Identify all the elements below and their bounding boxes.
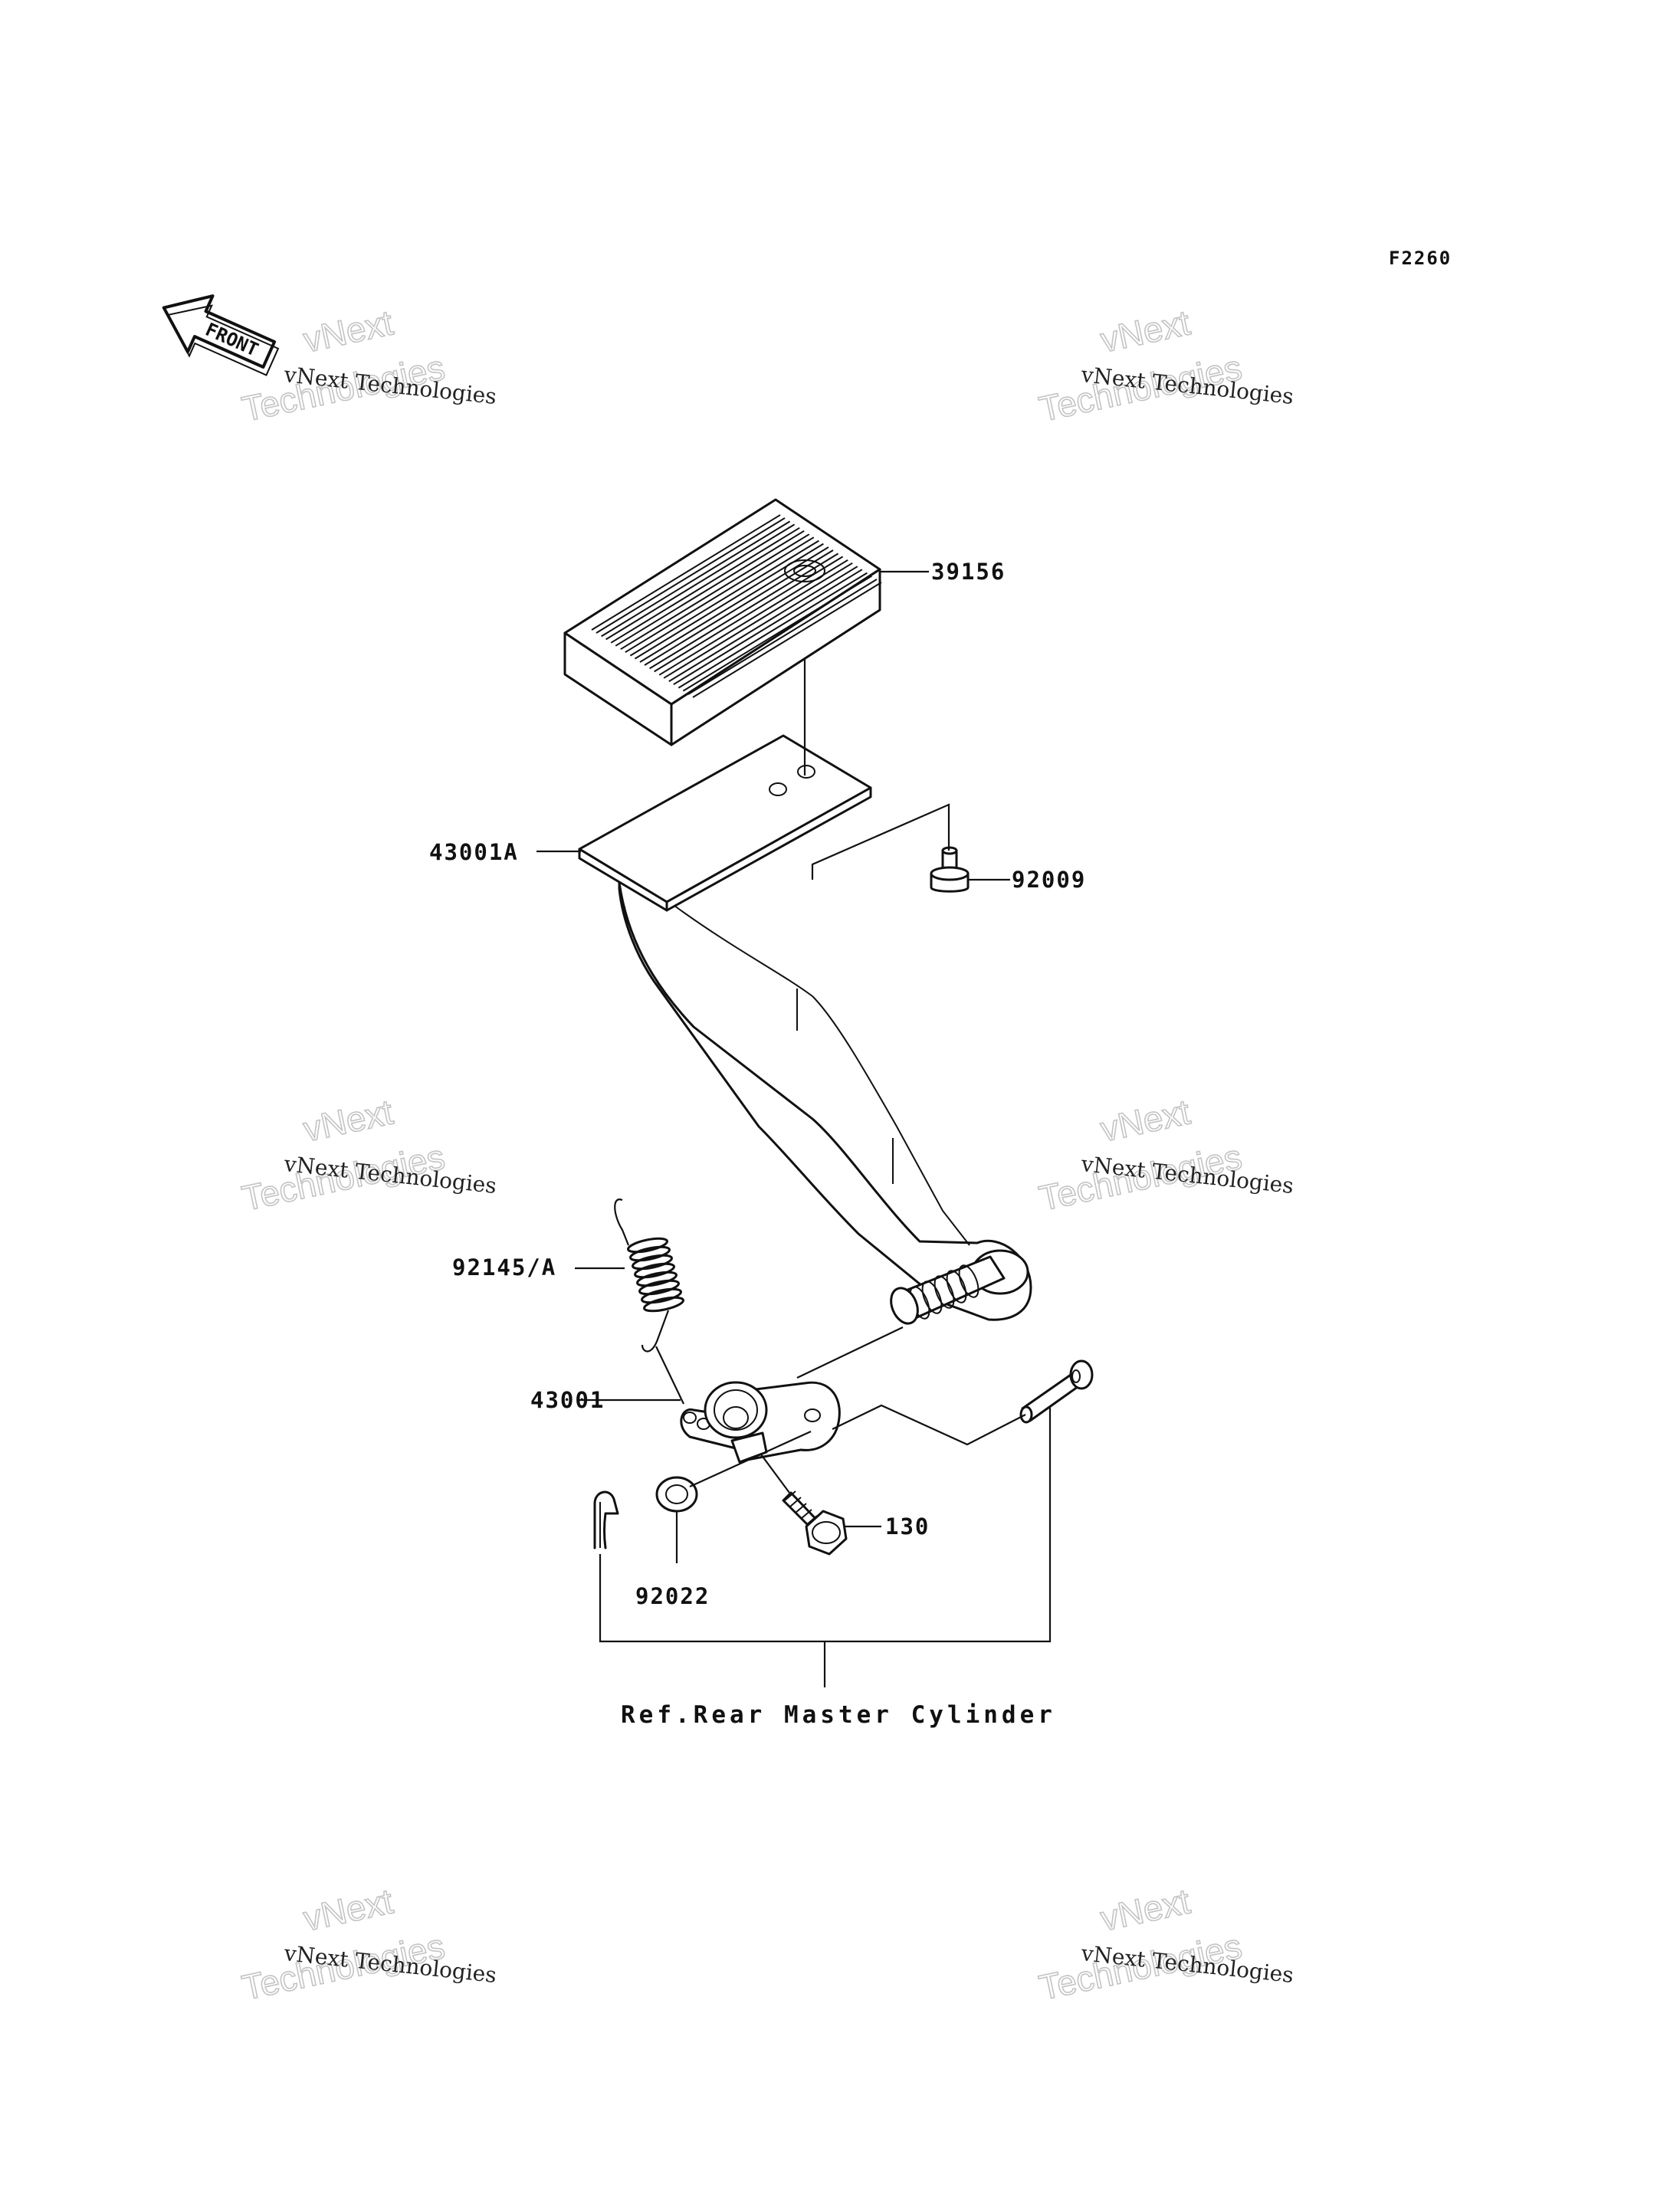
bolt-92009 bbox=[930, 846, 970, 893]
spring-coil bbox=[632, 1254, 673, 1271]
spring-coil bbox=[641, 1287, 682, 1304]
pad-rib bbox=[591, 514, 781, 631]
front-arrow-icon: FRONT bbox=[162, 294, 280, 376]
callout-130: 130 bbox=[885, 1513, 930, 1540]
watermark-outline-top: vNext bbox=[1097, 302, 1193, 359]
pad-rib-edge bbox=[615, 530, 805, 647]
reference-note: Ref.Rear Master Cylinder bbox=[621, 1701, 1056, 1729]
pad-rib bbox=[620, 533, 810, 651]
return-spring-92145A bbox=[614, 1199, 684, 1353]
pad-rib-edge bbox=[663, 562, 853, 679]
cotter-pin bbox=[593, 1490, 619, 1549]
leader-lines bbox=[536, 570, 1052, 1687]
pad-rib-edge bbox=[682, 575, 872, 692]
pad-rib-edge bbox=[673, 569, 863, 686]
bolt-thread bbox=[784, 1490, 796, 1501]
callout-92009: 92009 bbox=[1012, 867, 1086, 893]
pad-rib bbox=[678, 572, 868, 689]
brake-pedal-arm-43001A bbox=[578, 734, 1032, 1325]
callout-43001A: 43001A bbox=[429, 839, 519, 865]
spring-coil bbox=[643, 1296, 684, 1313]
bolt-thread bbox=[789, 1497, 802, 1507]
shaft-groove bbox=[958, 1264, 979, 1298]
bolt-130 bbox=[782, 1490, 848, 1556]
bolt-thread bbox=[800, 1509, 812, 1520]
watermark-outline-top: vNext bbox=[300, 1091, 396, 1149]
clevis-pin bbox=[1019, 1359, 1094, 1424]
shaft-groove bbox=[934, 1275, 955, 1309]
shaft-groove bbox=[921, 1280, 943, 1314]
watermark-outline-top: vNext bbox=[300, 302, 396, 359]
spring-coil bbox=[634, 1262, 675, 1279]
callout-92022: 92022 bbox=[635, 1583, 710, 1609]
callout-labels: 39156 43001A 92009 92145/A 43001 130 920… bbox=[429, 559, 1086, 1729]
pad-rib bbox=[601, 520, 791, 638]
callout-92145A: 92145/A bbox=[452, 1254, 556, 1280]
watermark-outline-top: vNext bbox=[1097, 1091, 1193, 1149]
lever-43001 bbox=[680, 1381, 841, 1464]
shaft-groove bbox=[946, 1270, 967, 1303]
pad-rib bbox=[668, 566, 858, 683]
pad-rib bbox=[629, 539, 819, 657]
pad-rib-edge bbox=[605, 523, 796, 641]
spring-coil bbox=[629, 1245, 671, 1262]
pad-rib bbox=[610, 526, 800, 644]
pad-rib-edge bbox=[692, 582, 882, 698]
spring-coil bbox=[638, 1279, 680, 1296]
watermark-outline-top: vNext bbox=[300, 1881, 396, 1938]
pedal-pad-39156 bbox=[563, 498, 882, 746]
pad-rib-edge bbox=[644, 549, 834, 666]
spring-coil bbox=[627, 1237, 668, 1254]
pad-rib-edge bbox=[625, 536, 815, 654]
washer-92022 bbox=[655, 1476, 698, 1513]
pad-rib-edge bbox=[596, 517, 786, 634]
pad-rib bbox=[687, 579, 878, 695]
spring-coil bbox=[636, 1271, 678, 1287]
pad-rib bbox=[649, 553, 839, 670]
bolt-thread bbox=[795, 1503, 807, 1513]
watermark-outline-top: vNext bbox=[1097, 1881, 1193, 1938]
callout-39156: 39156 bbox=[931, 559, 1006, 585]
callout-43001: 43001 bbox=[530, 1387, 605, 1413]
figure-code: F2260 bbox=[1389, 248, 1452, 269]
